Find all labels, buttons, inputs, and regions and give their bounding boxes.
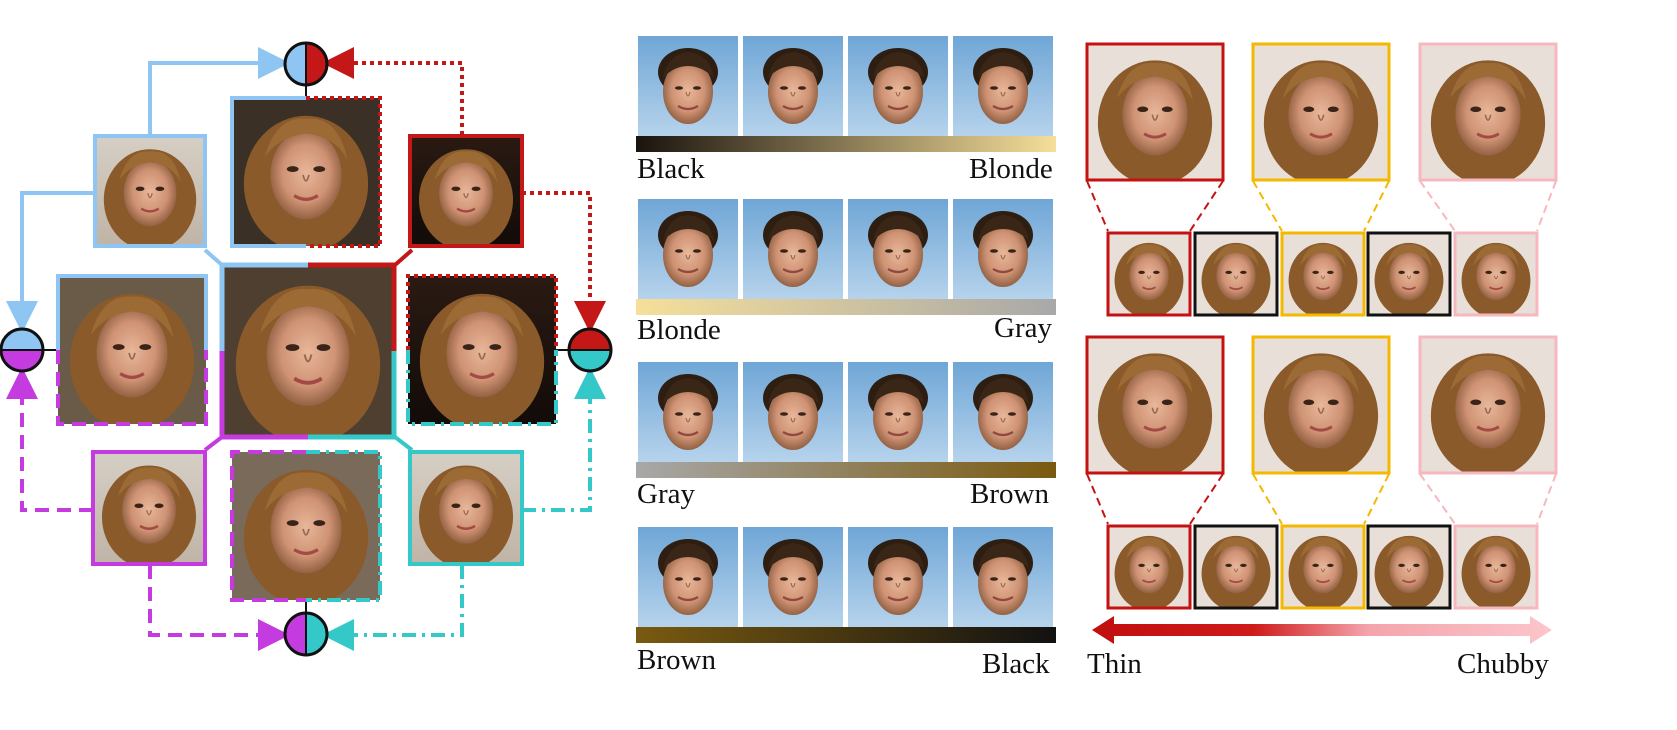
row4-start-label: Brown: [637, 644, 716, 676]
hair-face-r3-4: [953, 362, 1053, 462]
row1-start-label: Black: [637, 153, 705, 185]
hair-face-r4-4: [953, 527, 1053, 627]
left-panel: [0, 41, 613, 657]
row3-end-label: Brown: [970, 478, 1049, 510]
body-face-large-2-3: [1420, 337, 1556, 473]
hair-face-r1-1: [638, 36, 738, 136]
hair-face-r3-1: [638, 362, 738, 462]
thin-label: Thin: [1087, 648, 1142, 680]
hair-color-bar-2: [636, 299, 1056, 315]
body-face-small-1-4: [1368, 233, 1450, 315]
teal-line-bottom: [322, 565, 464, 651]
row2-end-label: Gray: [994, 312, 1052, 344]
red-line-right: [522, 191, 606, 333]
combine-node-right: [567, 327, 613, 373]
right-panel: [1085, 42, 1558, 644]
blue-line-top: [148, 47, 290, 135]
body-face-small-1-5: [1455, 233, 1537, 315]
row3-start-label: Gray: [637, 478, 695, 510]
hair-face-r1-3: [848, 36, 948, 136]
blend-face-bottom: [232, 452, 380, 600]
purple-line-left: [6, 367, 93, 512]
hair-face-r2-1: [638, 199, 738, 299]
body-face-small-1-2: [1195, 233, 1277, 315]
body-face-large-2-2: [1253, 337, 1389, 473]
hair-face-r3-3: [848, 362, 948, 462]
body-face-small-2-4: [1368, 526, 1450, 608]
row1-end-label: Blonde: [969, 153, 1053, 185]
blend-face-right: [408, 276, 556, 424]
source-face-red: [410, 136, 522, 246]
combine-node-bottom: [283, 611, 329, 657]
blend-face-left: [58, 276, 206, 424]
hair-color-bar-4: [636, 627, 1056, 643]
hair-face-r2-4: [953, 199, 1053, 299]
chubby-label: Chubby: [1457, 648, 1549, 680]
hair-face-r2-2: [743, 199, 843, 299]
body-face-small-2-2: [1195, 526, 1277, 608]
combine-node-left: [0, 327, 45, 373]
body-face-small-2-5: [1455, 526, 1537, 608]
body-face-large-1-3: [1420, 44, 1556, 180]
hair-face-r4-1: [638, 527, 738, 627]
row4-end-label: Black: [982, 648, 1050, 680]
blend-face-center: [222, 265, 394, 437]
teal-line-right: [522, 367, 606, 512]
body-face-small-2-1: [1108, 526, 1190, 608]
body-face-large-2-1: [1087, 337, 1223, 473]
hair-face-r4-2: [743, 527, 843, 627]
source-face-teal: [410, 452, 522, 564]
row2-start-label: Blonde: [637, 314, 721, 346]
hair-color-bar-1: [636, 136, 1056, 152]
middle-panel: [636, 36, 1056, 643]
hair-face-r1-2: [743, 36, 843, 136]
hair-color-bar-3: [636, 462, 1056, 478]
hair-face-r4-3: [848, 527, 948, 627]
blue-line-left: [6, 191, 95, 333]
thin-chubby-arrow: [1092, 616, 1552, 644]
body-face-small-2-3: [1282, 526, 1364, 608]
hair-face-r3-2: [743, 362, 843, 462]
red-line-top: [322, 47, 464, 135]
body-face-large-1-1: [1087, 44, 1223, 180]
hair-face-r1-4: [953, 36, 1053, 136]
source-face-purple: [93, 452, 205, 564]
body-face-large-1-2: [1253, 44, 1389, 180]
combine-node-top: [283, 41, 329, 87]
source-face-blonde: [95, 136, 205, 246]
blend-face-top: [232, 98, 380, 246]
body-face-small-1-1: [1108, 233, 1190, 315]
hair-face-r2-3: [848, 199, 948, 299]
body-face-small-1-3: [1282, 233, 1364, 315]
purple-line-bottom: [148, 565, 290, 651]
